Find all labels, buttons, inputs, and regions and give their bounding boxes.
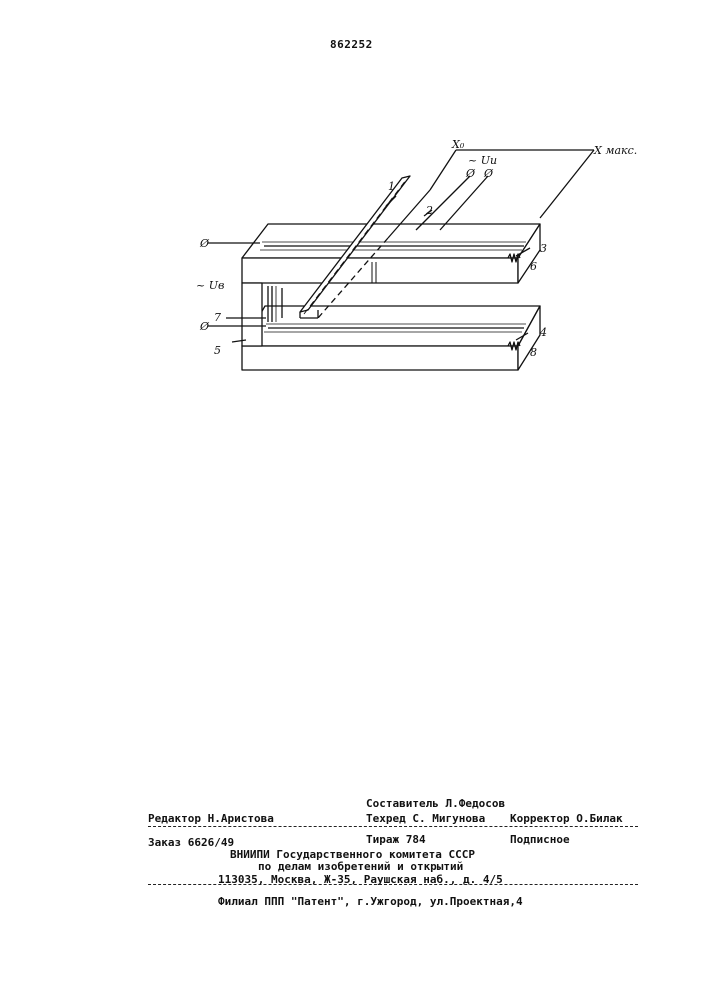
circulation: Тираж 784 [366, 833, 426, 846]
subscription: Подписное [510, 833, 570, 846]
divider-1 [148, 826, 638, 827]
org-line-2: по делам изобретений и открытий [258, 860, 463, 873]
corrector: Корректор О.Билак [510, 812, 623, 825]
branch: Филиал ППП "Патент", г.Ужгород, ул.Проек… [218, 895, 523, 908]
editor: Редактор Н.Аристова [148, 812, 274, 825]
order: Заказ 6626/49 [148, 836, 234, 849]
compiler: Составитель Л.Федосов [366, 797, 505, 810]
divider-2 [148, 884, 638, 885]
techred: Техред С. Мигунова [366, 812, 485, 825]
